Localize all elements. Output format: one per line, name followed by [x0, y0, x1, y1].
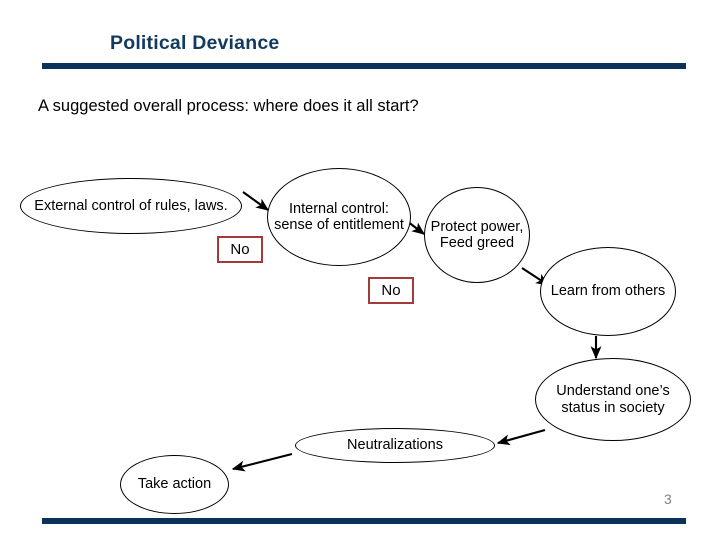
page-number: 3	[664, 491, 672, 507]
node-understand-status-label: Understand one’s status in society	[556, 383, 670, 416]
connector-neutral-to-take	[231, 452, 293, 472]
node-learn-from-others[interactable]: Learn from others	[540, 247, 676, 336]
node-take-action[interactable]: Take action	[120, 455, 229, 514]
node-external-control[interactable]: External control of rules, laws.	[20, 178, 242, 234]
node-internal-control[interactable]: Internal control: sense of entitlement	[267, 168, 411, 266]
connector-understand-to-neutral	[496, 428, 546, 446]
node-neutralizations-label: Neutralizations	[347, 437, 443, 454]
node-protect-power[interactable]: Protect power, Feed greed	[424, 187, 530, 283]
node-protect-power-label: Protect power, Feed greed	[430, 218, 524, 251]
node-learn-from-others-label: Learn from others	[550, 283, 666, 300]
decision-label-no-1-text: No	[230, 241, 250, 258]
page-title: Political Deviance	[110, 32, 280, 54]
title-divider-top	[42, 63, 686, 69]
node-external-control-label: External control of rules, laws.	[34, 197, 228, 214]
node-understand-status[interactable]: Understand one’s status in society	[535, 358, 691, 441]
decision-label-no-2-text: No	[381, 282, 401, 299]
connector-external-to-internal	[242, 191, 270, 211]
node-take-action-label: Take action	[137, 476, 212, 493]
node-neutralizations[interactable]: Neutralizations	[295, 428, 495, 463]
decision-label-no-1[interactable]: No	[217, 236, 263, 263]
node-internal-control-label: Internal control: sense of entitlement	[274, 200, 404, 233]
slide-subtitle: A suggested overall process: where does …	[38, 97, 419, 115]
footer-divider-bottom	[42, 518, 686, 524]
decision-label-no-2[interactable]: No	[368, 277, 414, 304]
